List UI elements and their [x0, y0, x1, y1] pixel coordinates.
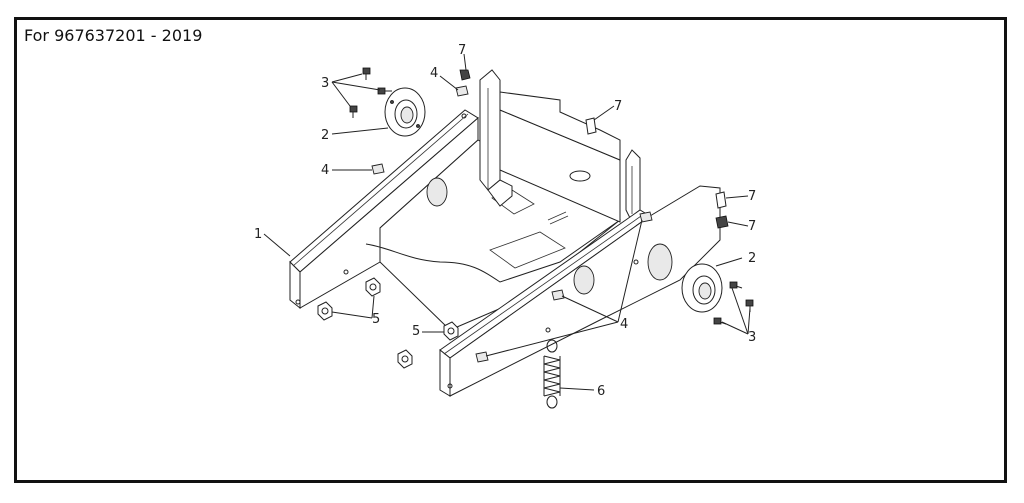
callout-7-center: 7 — [614, 99, 622, 114]
callout-7-top: 7 — [458, 43, 466, 58]
right-side-plate — [439, 185, 721, 397]
leader-lines — [263, 53, 751, 391]
diagram-title: For 967637201 - 2019 — [24, 26, 203, 45]
clip-nuts — [371, 85, 653, 363]
callout-7-right-lower: 7 — [748, 219, 756, 234]
rear-wall — [499, 91, 621, 223]
callout-4-bottom: 4 — [620, 317, 628, 332]
hex-nuts — [317, 277, 459, 369]
extension-spring — [543, 339, 561, 409]
callout-6: 6 — [597, 384, 605, 399]
bearing-flange-top — [384, 87, 426, 137]
callout-2-top: 2 — [321, 128, 329, 143]
bolt-group-top — [349, 67, 392, 118]
left-upright — [479, 69, 513, 207]
callout-3-top: 3 — [321, 76, 329, 91]
callout-1: 1 — [254, 227, 262, 242]
callout-5-left: 5 — [372, 312, 380, 327]
callout-4-left: 4 — [321, 163, 329, 178]
callout-3-right: 3 — [748, 330, 756, 345]
left-side-plate — [289, 109, 479, 310]
callout-4-top: 4 — [430, 66, 438, 81]
callout-5-center: 5 — [412, 324, 420, 339]
bearing-flange-right — [681, 263, 723, 313]
right-upright — [625, 149, 641, 219]
callout-labels: 1 2 2 3 3 4 4 4 5 5 6 7 7 7 7 — [254, 43, 756, 399]
caps — [459, 69, 729, 229]
callout-2-right: 2 — [748, 251, 756, 266]
callout-7-right-upper: 7 — [748, 189, 756, 204]
